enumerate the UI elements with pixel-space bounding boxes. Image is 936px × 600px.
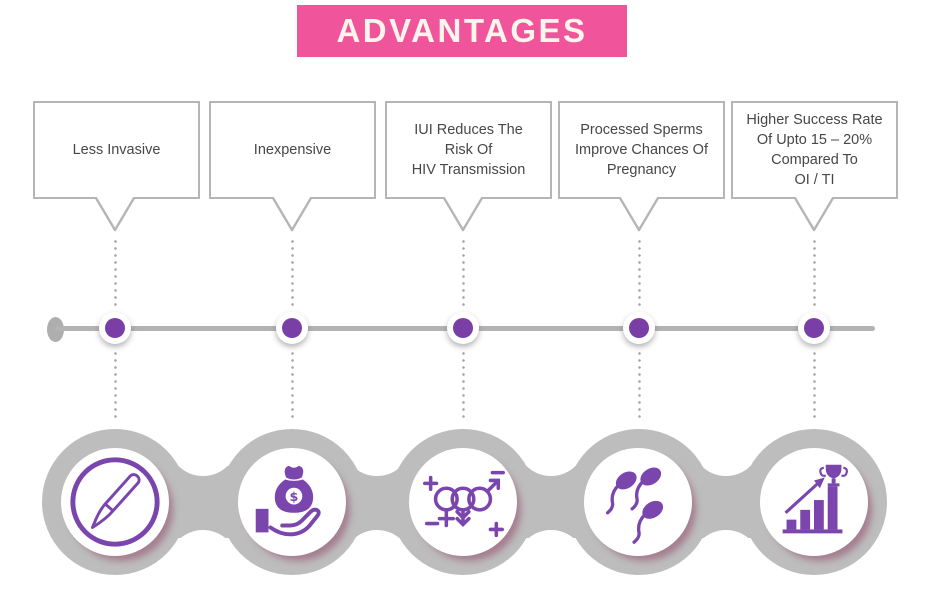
page-title: ADVANTAGES <box>336 12 588 49</box>
svg-text:$: $ <box>290 490 299 505</box>
timeline-node <box>99 312 131 344</box>
bridge-notch <box>168 530 238 600</box>
timeline-node <box>798 312 830 344</box>
dotted-connector-upper <box>462 238 465 306</box>
icon-circle <box>409 448 517 556</box>
callout-inexpensive: Inexpensive <box>209 101 376 199</box>
title-banner: ADVANTAGES <box>297 5 627 57</box>
icon-circle: $ <box>238 448 346 556</box>
dotted-connector-upper <box>638 238 641 306</box>
timeline-node <box>447 312 479 344</box>
bridge-notch <box>168 406 238 476</box>
bridge-notch <box>691 406 761 476</box>
callout-tail <box>619 197 659 232</box>
bridge-notch <box>691 530 761 600</box>
dotted-connector-upper <box>114 238 117 306</box>
timeline-node-dot <box>282 318 302 338</box>
icon-circle <box>584 448 692 556</box>
dotted-connector-lower <box>638 350 641 422</box>
callout-label: Inexpensive <box>253 142 332 158</box>
money-in-hand-icon: $ <box>255 465 321 537</box>
dotted-connector-lower <box>291 350 294 422</box>
callout-tail <box>794 197 834 232</box>
timeline-node-dot <box>804 318 824 338</box>
icon-circle <box>61 448 169 556</box>
dotted-connector-lower <box>462 350 465 422</box>
timeline-node-dot <box>105 318 125 338</box>
dotted-connector-lower <box>813 350 816 422</box>
callout-label: Processed Sperms Improve Chances Of Preg… <box>575 122 708 178</box>
callout-tail <box>95 197 135 232</box>
dotted-connector-upper <box>813 238 816 306</box>
bridge-notch <box>516 406 586 476</box>
bridge-notch <box>516 530 586 600</box>
callout-hiv-risk: IUI Reduces The Risk Of HIV Transmission <box>385 101 552 199</box>
dotted-connector-upper <box>291 238 294 306</box>
callout-label: Less Invasive <box>72 142 161 158</box>
callout-processed-sperms: Processed Sperms Improve Chances Of Preg… <box>558 101 725 199</box>
timeline-node-dot <box>453 318 473 338</box>
callout-tail <box>272 197 312 232</box>
growth-chart-trophy-icon <box>782 464 848 534</box>
callout-success-rate: Higher Success Rate Of Upto 15 – 20% Com… <box>731 101 898 199</box>
callout-label: IUI Reduces The Risk Of HIV Transmission <box>411 122 526 178</box>
gender-symbols-icon <box>423 470 505 538</box>
timeline-node <box>276 312 308 344</box>
callout-tail <box>443 197 483 232</box>
icon-circle <box>760 448 868 556</box>
dotted-connector-lower <box>114 350 117 422</box>
timeline-node-dot <box>629 318 649 338</box>
callout-less-invasive: Less Invasive <box>33 101 200 199</box>
timeline-node <box>623 312 655 344</box>
callout-label: Higher Success Rate Of Upto 15 – 20% Com… <box>746 112 883 188</box>
scalpel-icon <box>70 457 160 547</box>
sperm-icon <box>605 467 664 544</box>
